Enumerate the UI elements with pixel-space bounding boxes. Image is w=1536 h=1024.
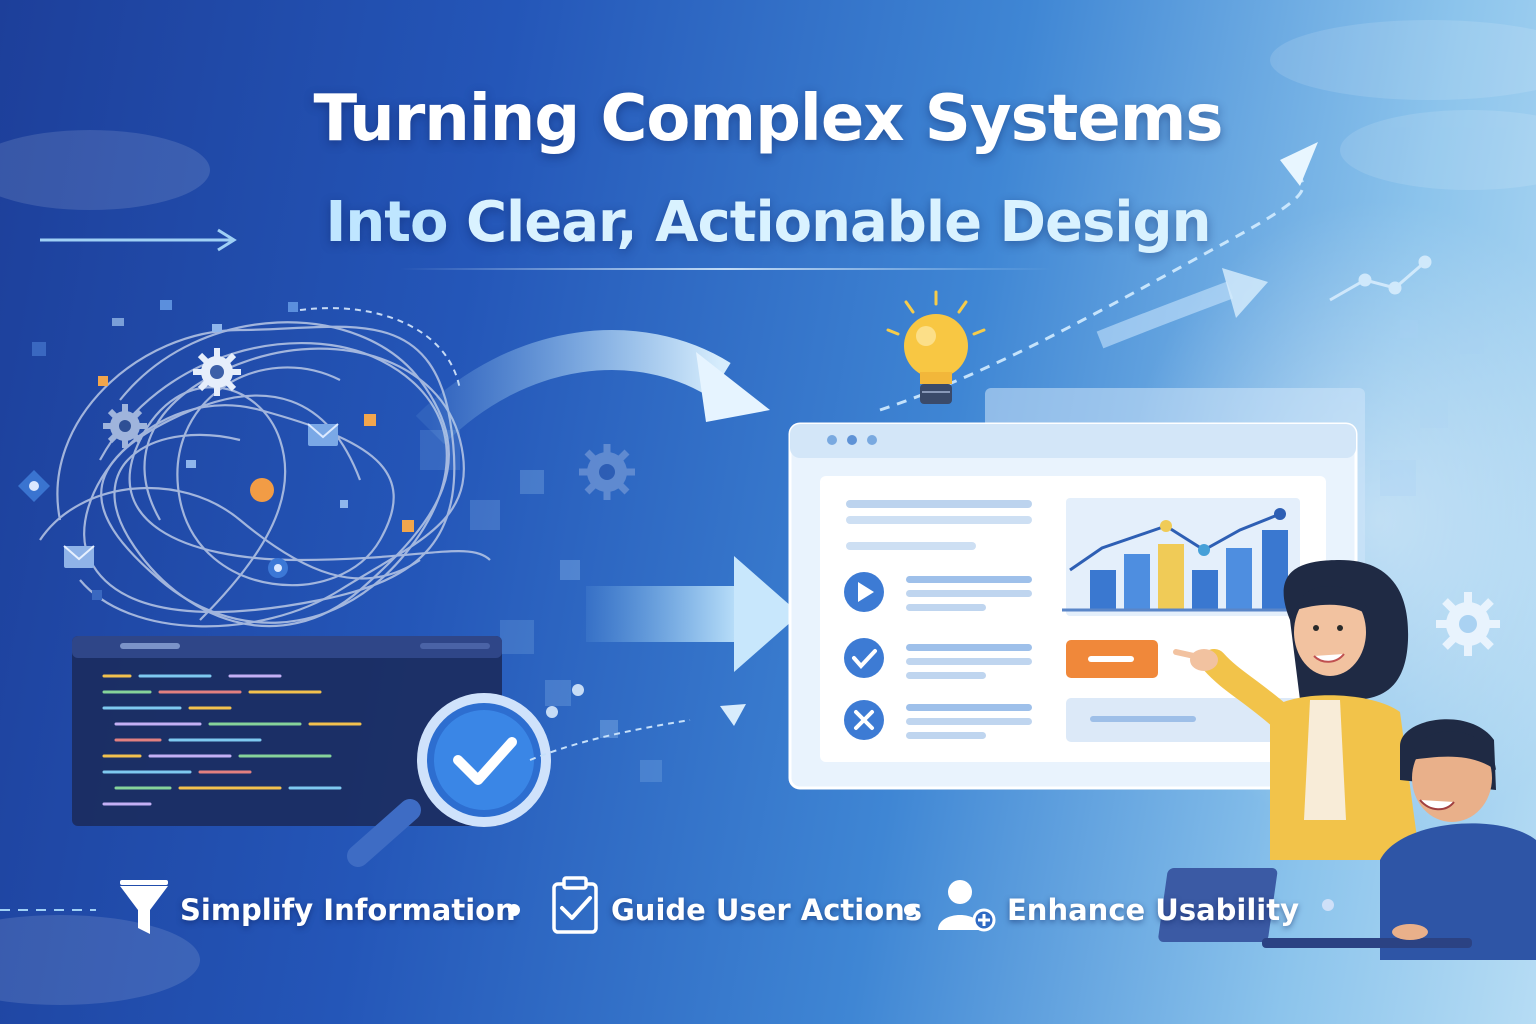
- benefit-separator-dot: [904, 904, 916, 916]
- funnel-icon: [120, 880, 168, 934]
- close-icon: [844, 700, 884, 740]
- orange-button: [1066, 640, 1158, 678]
- headline-line-1: Turning Complex Systems: [313, 82, 1224, 156]
- gear-icon: [1436, 592, 1500, 656]
- cloud-shapes: [0, 20, 1536, 1005]
- headline-line-2: Into Clear, Actionable Design: [0, 190, 1536, 255]
- growth-arrow: [879, 159, 1305, 412]
- benefit-separator-dot: [508, 904, 520, 916]
- clipboard-check-icon: [552, 876, 598, 934]
- bar-chart: [1062, 498, 1304, 616]
- dashboard-window: [788, 422, 1358, 790]
- lightbulb-icon: [886, 290, 986, 404]
- headline-divider: [400, 268, 1052, 270]
- gear-icon: [579, 444, 635, 500]
- arrow-top-left: [40, 228, 237, 252]
- check-icon: [844, 638, 884, 678]
- tangled-lines: [39, 321, 491, 628]
- mail-icon: [63, 545, 95, 568]
- man-with-laptop: [1158, 719, 1536, 960]
- benefit-guide-user-actions: Guide User Actions: [611, 893, 923, 927]
- benefit-simplify-information: Simplify Information: [180, 893, 516, 927]
- woman-presenter: [1173, 560, 1420, 860]
- headline-highlight: Clear, Actionable Design: [465, 190, 1212, 255]
- gear-icon: [103, 404, 147, 448]
- user-plus-icon: [938, 880, 996, 932]
- magnifier-check-icon: [347, 693, 551, 867]
- play-icon: [844, 572, 884, 612]
- headline-prefix: Into: [325, 190, 466, 255]
- code-window: [72, 636, 502, 826]
- benefit-enhance-usability: Enhance Usability: [1007, 893, 1299, 927]
- gear-icon: [193, 348, 241, 396]
- mail-icon: [307, 423, 339, 446]
